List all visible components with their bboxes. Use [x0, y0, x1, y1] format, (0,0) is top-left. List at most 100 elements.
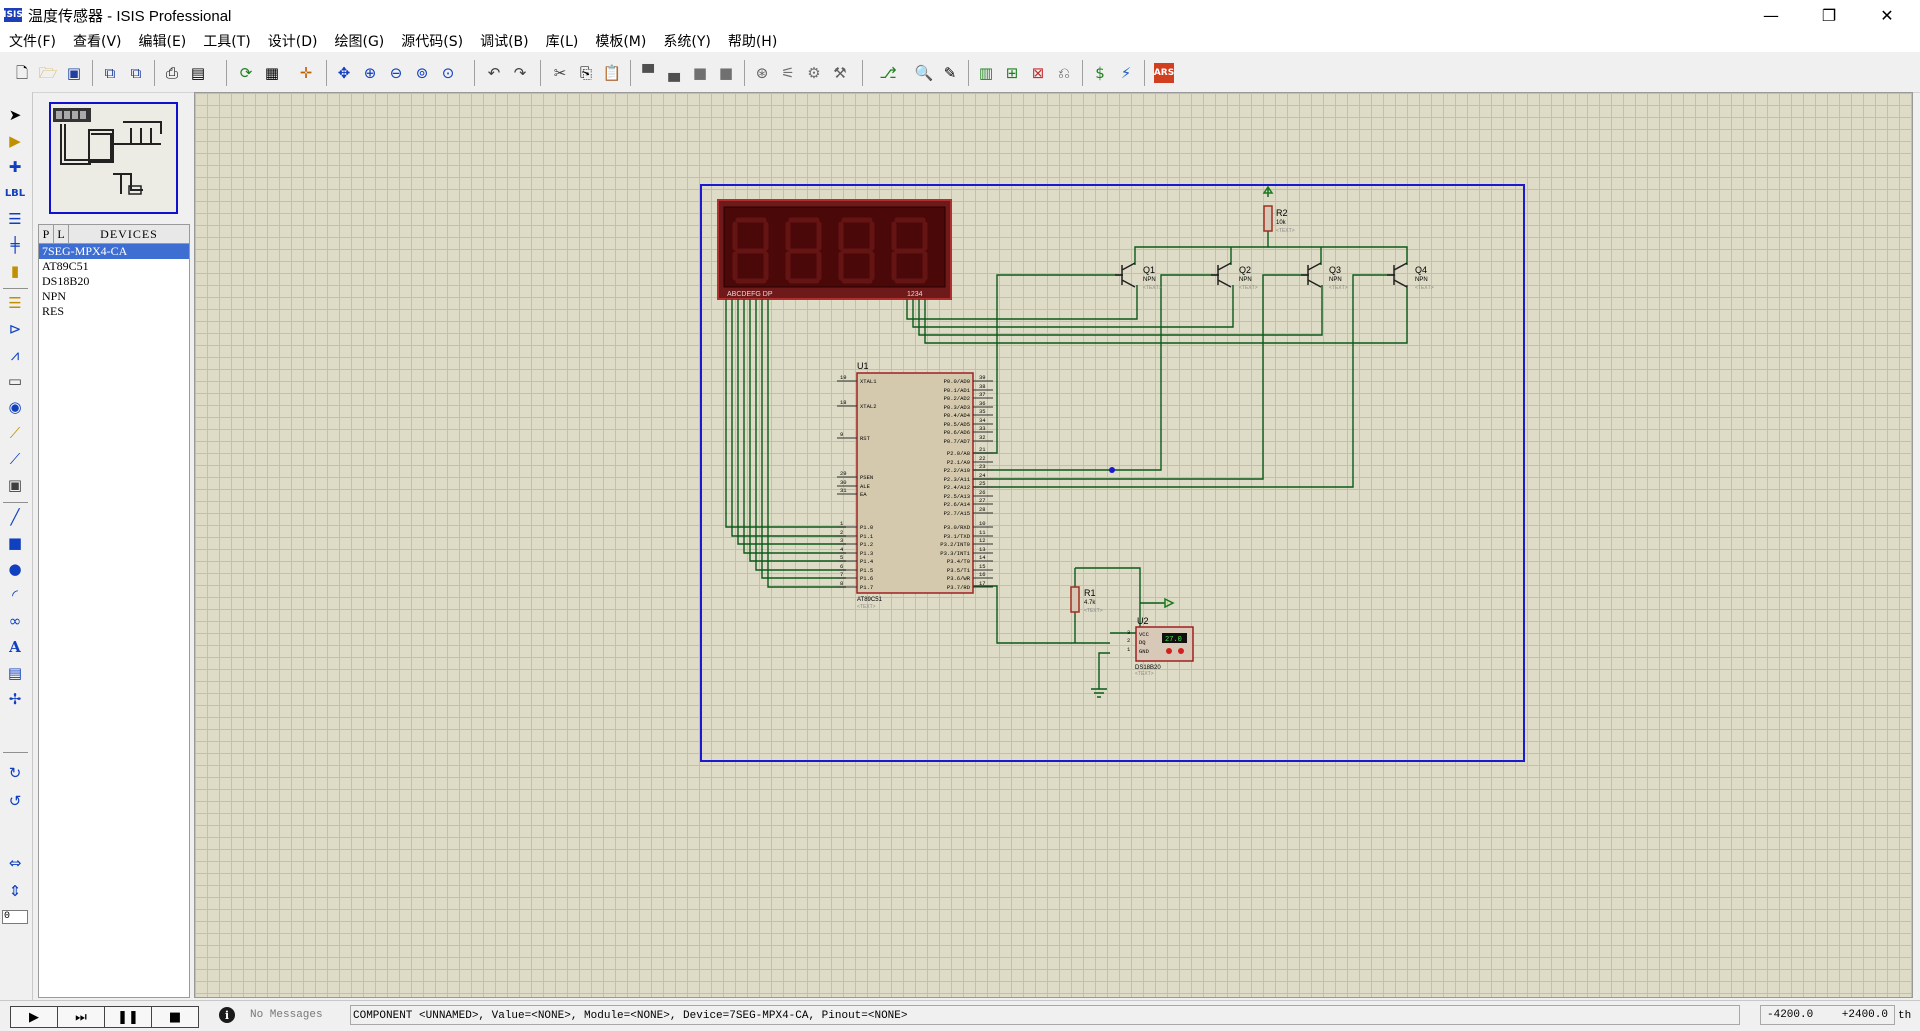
play-button[interactable]: ▶: [11, 1007, 58, 1027]
close-button[interactable]: ✕: [1880, 5, 1894, 25]
goto-sheet-icon[interactable]: ⎌: [1057, 63, 1070, 82]
arc-icon[interactable]: ◜: [12, 586, 18, 604]
subcircuit-icon[interactable]: ▮: [10, 262, 20, 280]
bus-icon[interactable]: ╪: [10, 236, 20, 254]
pick-device-icon[interactable]: ⊛: [755, 63, 769, 82]
restore-button[interactable]: ❐: [1821, 5, 1837, 25]
rotation-angle-input[interactable]: 0: [2, 910, 28, 924]
redo-icon[interactable]: ↷: [513, 63, 527, 82]
cut-icon[interactable]: ✂: [553, 63, 567, 82]
menu-graph[interactable]: 绘图(G): [334, 34, 385, 50]
origin-icon[interactable]: ✛: [299, 63, 313, 82]
tape-recorder-icon[interactable]: ▭: [7, 372, 23, 390]
generator-icon[interactable]: ◉: [8, 398, 22, 416]
resistor-r2[interactable]: R2 10k <TEXT>: [1263, 205, 1295, 234]
remove-sheet-icon[interactable]: ⊠: [1031, 63, 1045, 82]
wire-autorouter-icon[interactable]: ⎇: [879, 63, 897, 82]
selection-mode-icon[interactable]: ➤: [8, 106, 22, 124]
device-item[interactable]: 7SEG-MPX4-CA: [39, 244, 189, 259]
text-icon[interactable]: A: [9, 638, 21, 656]
device-item[interactable]: AT89C51: [42, 259, 89, 273]
mcu-at89c51[interactable]: U1 XTAL1 XTAL2 RST PSEN ALE EA P1.0 P1.1…: [837, 361, 993, 610]
resistor-r1[interactable]: R1 4.7k <TEXT>: [1070, 586, 1103, 614]
current-probe-icon[interactable]: ⟋: [9, 450, 21, 468]
copy-icon[interactable]: ⎘: [579, 63, 592, 82]
device-item[interactable]: DS18B20: [42, 274, 90, 288]
menu-library[interactable]: 库(L): [545, 34, 579, 50]
electrical-rule-check-icon[interactable]: ⚡: [1120, 63, 1132, 82]
virtual-instruments-icon[interactable]: ▣: [7, 476, 23, 494]
print-area-icon[interactable]: ▤: [190, 63, 206, 82]
schematic-canvas[interactable]: ABCDEFG DP 1234: [194, 92, 1913, 998]
wire-label-icon[interactable]: LBL: [4, 187, 26, 199]
overview-window[interactable]: [49, 102, 178, 214]
save-icon[interactable]: ▣: [66, 63, 82, 82]
menu-design[interactable]: 设计(D): [267, 34, 318, 50]
circle-icon[interactable]: ●: [8, 560, 22, 578]
block-move-icon[interactable]: ▄: [668, 63, 680, 82]
mirror-horizontal-icon[interactable]: ⇔: [8, 854, 22, 872]
terminals-icon[interactable]: ☰: [8, 294, 22, 312]
menu-help[interactable]: 帮助(H): [727, 34, 778, 50]
rotate-anticlockwise-icon[interactable]: ↺: [8, 792, 22, 810]
export-section-icon[interactable]: ⧉: [130, 63, 142, 82]
redraw-icon[interactable]: ⟳: [239, 63, 253, 82]
path-icon[interactable]: ∞: [8, 612, 22, 630]
text-script-icon[interactable]: ☰: [8, 210, 22, 228]
marker-icon[interactable]: ✢: [8, 690, 22, 708]
zoom-all-icon[interactable]: ⊚: [415, 63, 429, 82]
add-sheet-icon[interactable]: ⊞: [1005, 63, 1019, 82]
open-file-icon[interactable]: 🗁: [38, 63, 58, 82]
transistor-q4[interactable]: Q4 NPN <TEXT>: [1387, 262, 1434, 291]
new-file-icon[interactable]: 🗋: [15, 63, 29, 82]
search-tag-icon[interactable]: 🔍: [914, 63, 934, 82]
zoom-in-icon[interactable]: ⊕: [363, 63, 377, 82]
mirror-vertical-icon[interactable]: ⇕: [8, 882, 22, 900]
block-rotate-icon[interactable]: ■: [692, 63, 708, 82]
import-section-icon[interactable]: ⧉: [104, 63, 116, 82]
sensor-increase-button[interactable]: [1178, 648, 1184, 654]
stop-button[interactable]: ■: [152, 1007, 198, 1027]
transistor-q3[interactable]: Q3 NPN <TEXT>: [1301, 262, 1348, 291]
property-assignment-icon[interactable]: ✎: [943, 63, 957, 82]
pan-icon[interactable]: ✥: [337, 63, 351, 82]
sensor-decrease-button[interactable]: [1166, 648, 1172, 654]
line-icon[interactable]: ╱: [10, 508, 20, 526]
menu-source[interactable]: 源代码(S): [401, 34, 464, 50]
menu-debug[interactable]: 调试(B): [480, 34, 529, 50]
decompose-icon[interactable]: ⚒: [833, 63, 847, 82]
rotate-clockwise-icon[interactable]: ↻: [8, 764, 22, 782]
grid-icon[interactable]: ▦: [264, 63, 280, 82]
bill-of-materials-icon[interactable]: $: [1095, 63, 1105, 82]
voltage-probe-icon[interactable]: ⟋: [9, 424, 21, 442]
menu-template[interactable]: 模板(M): [595, 34, 647, 50]
transistor-q1[interactable]: Q1 NPN <TEXT>: [1115, 262, 1162, 291]
device-pins-icon[interactable]: ⊳: [8, 320, 22, 338]
minimize-button[interactable]: —: [1763, 5, 1779, 25]
device-item[interactable]: NPN: [42, 289, 67, 303]
pause-button[interactable]: ❚❚: [105, 1007, 152, 1027]
menu-view[interactable]: 查看(V): [72, 34, 122, 50]
menu-edit[interactable]: 编辑(E): [138, 34, 187, 50]
zoom-out-icon[interactable]: ⊖: [389, 63, 403, 82]
junction-dot-icon[interactable]: ✚: [8, 158, 22, 176]
messages-status[interactable]: No Messages: [250, 1009, 323, 1021]
new-sheet-icon[interactable]: ▥: [978, 63, 994, 82]
menu-file[interactable]: 文件(F): [9, 34, 56, 50]
library-manager-tab[interactable]: L: [54, 225, 69, 243]
make-device-icon[interactable]: ⚟: [781, 63, 795, 82]
block-delete-icon[interactable]: ■: [718, 63, 734, 82]
pick-devices-tab[interactable]: P: [39, 225, 54, 243]
zoom-area-icon[interactable]: ⊙: [441, 63, 455, 82]
print-icon[interactable]: ⎙: [165, 63, 178, 82]
seven-segment-display[interactable]: ABCDEFG DP 1234: [717, 199, 952, 300]
component-mode-icon[interactable]: ▶: [9, 132, 21, 150]
menu-tools[interactable]: 工具(T): [203, 34, 251, 50]
packaging-tool-icon[interactable]: ⚙: [807, 63, 821, 82]
unit-indicator[interactable]: th: [1898, 1010, 1912, 1022]
paste-icon[interactable]: 📋: [602, 63, 622, 82]
device-item[interactable]: RES: [42, 304, 65, 318]
info-icon[interactable]: i: [219, 1007, 235, 1023]
menu-system[interactable]: 系统(Y): [663, 34, 711, 50]
step-button[interactable]: ⏭: [58, 1007, 105, 1027]
